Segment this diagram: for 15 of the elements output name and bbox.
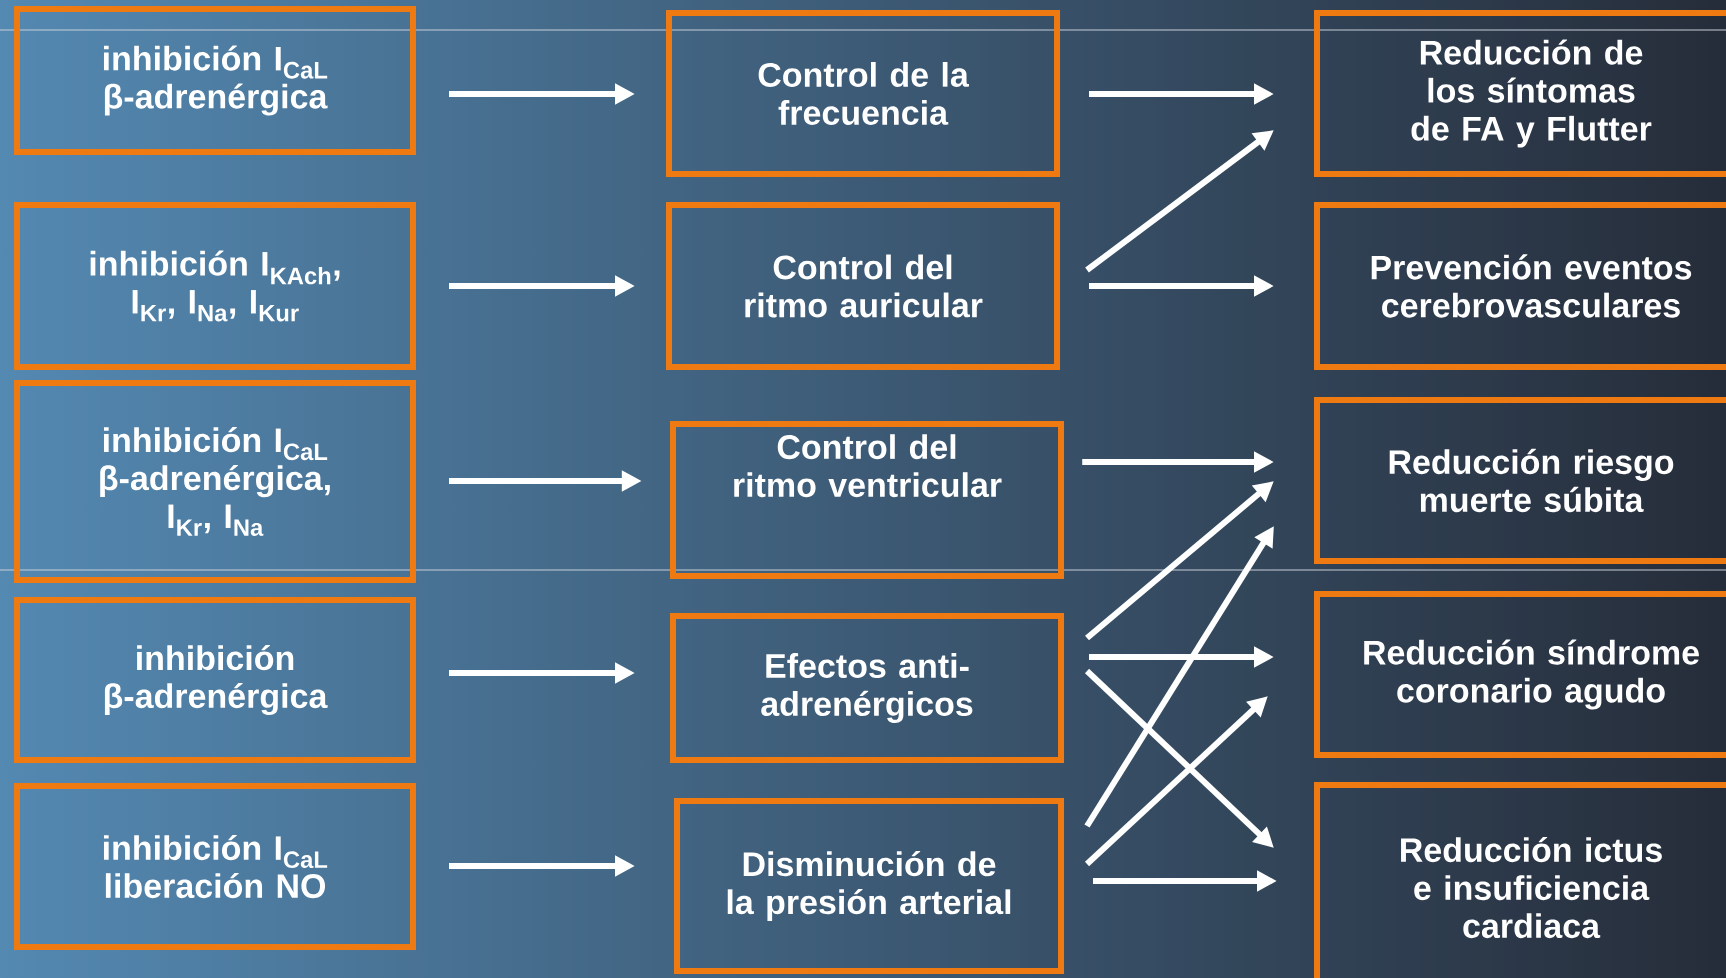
process-box: Reducción síndrome coronario agudo [1314, 591, 1726, 758]
process-box: Efectos anti-adrenérgicos [670, 613, 1064, 763]
process-box: inhibición I$_{CaL}$ β-adrenérgica, I$_{Kr}$, I$_{Na}$ [14, 380, 416, 583]
process-box: Reducción riesgo muerte súbita [1314, 397, 1726, 564]
process-box: Control de la frecuencia [666, 10, 1060, 177]
process-box: inhibición β-adrenérgica [14, 597, 416, 763]
process-box: Control del ritmo auricular [666, 202, 1060, 370]
process-box: Disminución de la presión arterial [674, 798, 1064, 974]
process-box: inhibición I$_{CaL}$ liberación NO [14, 783, 416, 950]
process-box: Prevención eventos cerebrovasculares [1314, 202, 1726, 370]
process-box: Control del ritmo ventricular [670, 421, 1064, 579]
process-box: Reducción de los síntomas de FA y Flutter [1314, 10, 1726, 177]
process-box: inhibición I$_{KAch}$, I$_{Kr}$, I$_{Na}$, I$_{Kur}$ [14, 202, 416, 370]
process-box: inhibición I$_{CaL}$ β-adrenérgica [14, 6, 416, 155]
process-box: Reducción ictus e insuficiencia cardiaca [1314, 782, 1726, 978]
